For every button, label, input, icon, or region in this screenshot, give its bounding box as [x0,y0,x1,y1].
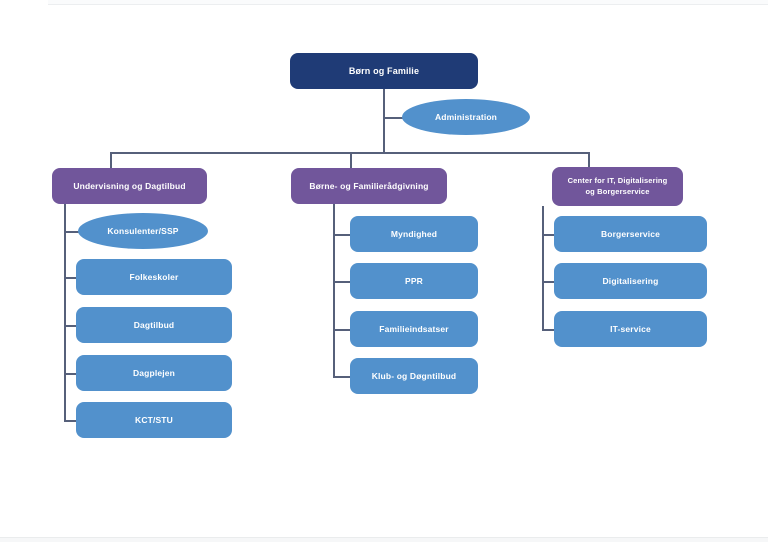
org-node-administration: Administration [402,99,530,135]
org-node-dept-undervisning: Undervisning og Dagtilbud [52,168,207,204]
dept-center-it-line1: Center for IT, Digitalisering [567,176,668,186]
connector-right-stub-2 [542,281,554,283]
connector-middle-stub-4 [333,376,351,378]
connector-middle-stub-3 [333,329,351,331]
org-node-dagplejen: Dagplejen [76,355,232,391]
org-node-folkeskoler: Folkeskoler [76,259,232,295]
connector-left-stub-3 [64,325,77,327]
org-node-familieindsatser: Familieindsatser [350,311,478,347]
connector-left-stub-5 [64,420,77,422]
org-node-klub-doegntilbud: Klub- og Døgntilbud [350,358,478,394]
org-node-kct-stu: KCT/STU [76,402,232,438]
connector-drop-middle [350,152,352,168]
connector-drop-right [588,152,590,168]
org-node-ppr: PPR [350,263,478,299]
connector-left-stub-4 [64,373,77,375]
connector-middle-spine [333,204,335,377]
connector-drop-left [110,152,112,168]
connector-right-spine [542,206,544,330]
connector-left-stub-2 [64,277,77,279]
org-node-root: Børn og Familie [290,53,478,89]
org-node-it-service: IT-service [554,311,707,347]
connector-middle-stub-1 [333,234,351,236]
connector-root-vertical [383,89,385,152]
dept-center-it-line2: og Borgerservice [585,186,650,196]
connector-admin-stub [384,117,403,119]
connector-left-spine [64,204,66,420]
org-node-digitalisering: Digitalisering [554,263,707,299]
org-node-dept-familieraadgivning: Børne- og Familierådgivning [291,168,447,204]
org-node-borgerservice: Borgerservice [554,216,707,252]
connector-right-stub-3 [542,329,554,331]
connector-middle-stub-2 [333,281,351,283]
page-edge-bottom [0,537,768,542]
org-node-dagtilbud: Dagtilbud [76,307,232,343]
page-edge-top [48,0,768,5]
connector-right-stub-1 [542,234,554,236]
org-node-konsulenter-ssp: Konsulenter/SSP [78,213,208,249]
org-node-dept-center-it: Center for IT, Digitalisering og Borgers… [552,167,683,206]
connector-left-stub-1 [64,231,79,233]
connector-main-horizontal [110,152,589,154]
org-node-myndighed: Myndighed [350,216,478,252]
